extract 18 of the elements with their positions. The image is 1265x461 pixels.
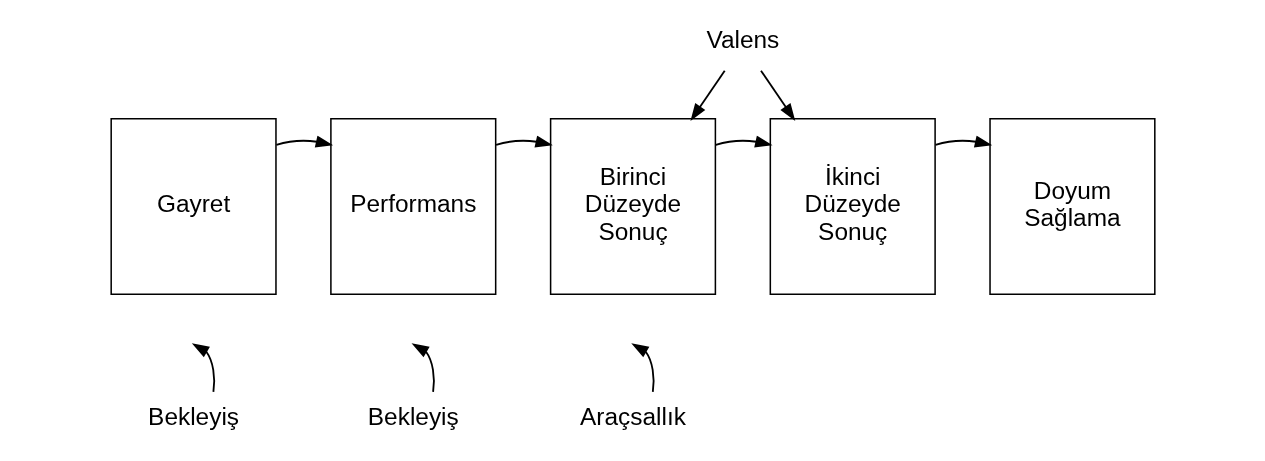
arrow: [759, 69, 795, 121]
arrow: [689, 69, 726, 121]
arrow: [275, 135, 333, 148]
arrow: [411, 342, 435, 393]
node-text: Bekleyiş: [147, 402, 239, 430]
node-box: Birinci Düzeyde Sonuç: [549, 117, 716, 295]
arrow: [191, 342, 215, 393]
node-text: Bekleyiş: [367, 402, 459, 430]
node-text: Araçsallık: [579, 402, 686, 430]
node-box: Performans: [329, 117, 496, 295]
arrow: [630, 342, 654, 393]
arrow: [494, 135, 553, 148]
node-box: İkinci Düzeyde Sonuç: [769, 117, 936, 295]
arrow: [934, 135, 992, 148]
arrow: [714, 135, 773, 148]
node-text: Valens: [705, 25, 779, 53]
node-box: Doyum Sağlama: [988, 117, 1156, 295]
node-box: Gayret: [109, 117, 277, 295]
